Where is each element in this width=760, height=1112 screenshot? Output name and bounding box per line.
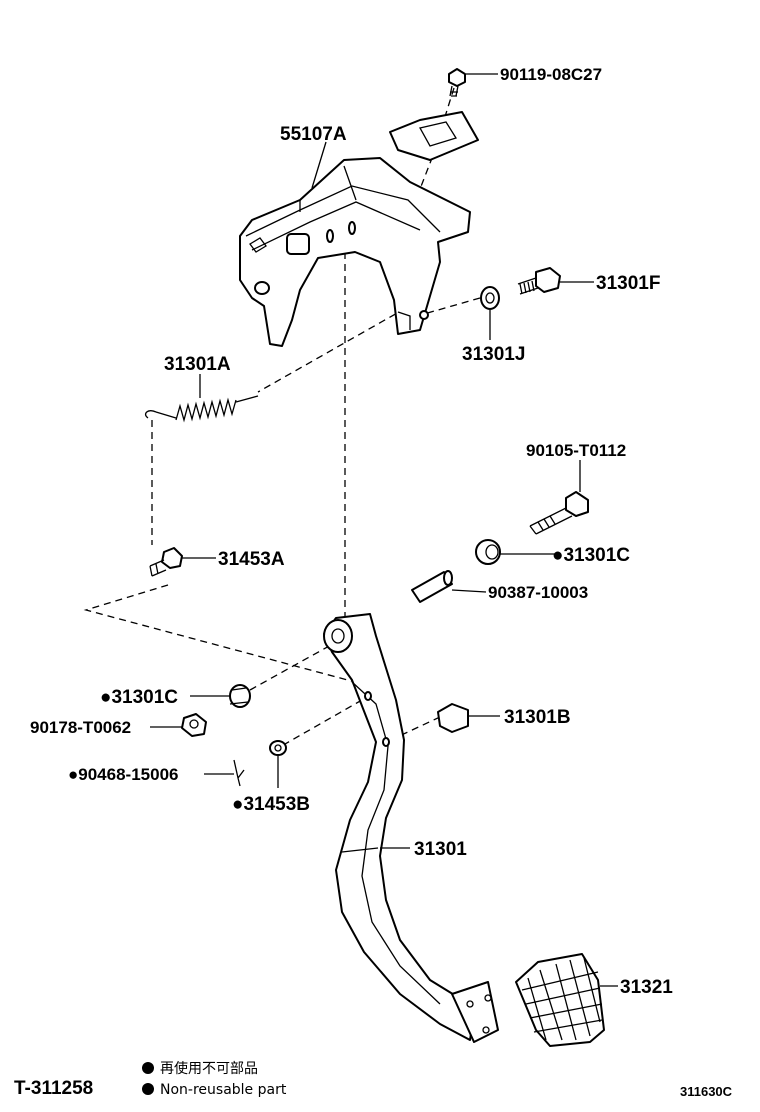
catalog-code: 311630C: [680, 1084, 733, 1099]
label-31453B: ●31453B: [232, 794, 310, 815]
label-90468-15006: ●90468-15006: [68, 765, 178, 784]
label-31301C-left: ●31301C: [100, 687, 178, 708]
bolt-31301F: 31301F: [517, 267, 660, 295]
bushing-31301J: 31301J: [462, 286, 525, 365]
collar-31301C-left: ●31301C: [100, 684, 251, 708]
assembly-lines: [83, 87, 481, 749]
label-90119-08C27: 90119-08C27: [500, 65, 602, 84]
label-31453A: 31453A: [218, 549, 285, 570]
label-31301F: 31301F: [596, 273, 660, 294]
label-31301A: 31301A: [164, 354, 231, 375]
label-90105-T0112: 90105-T0112: [526, 441, 626, 460]
spring-31301A: 31301A: [144, 354, 259, 423]
label-31321: 31321: [620, 977, 673, 998]
cushion-31301B: 31301B: [437, 703, 571, 733]
nut-90178-T0062: 90178-T0062: [30, 713, 207, 737]
pedal-pad-31321: 31321: [515, 953, 673, 1047]
label-31301C-right: ●31301C: [552, 545, 630, 566]
bolt-90119-08C27: 90119-08C27: [448, 65, 602, 97]
clip-31453B: ●31453B: [232, 740, 310, 815]
label-90387-10003: 90387-10003: [488, 583, 588, 602]
label-55107A: 55107A: [280, 124, 347, 145]
legend-japanese: 再使用不可部品: [160, 1060, 258, 1077]
legend-bullet-icon: [142, 1062, 154, 1074]
pedal-arm-31301: 31301: [323, 613, 499, 1043]
label-31301J: 31301J: [462, 344, 525, 365]
label-31301B: 31301B: [504, 707, 571, 728]
legend: 再使用不可部品 Non-reusable part: [142, 1060, 287, 1098]
label-31301: 31301: [414, 839, 467, 860]
figure-id: T-311258: [14, 1078, 93, 1099]
label-90178-T0062: 90178-T0062: [30, 718, 131, 737]
legend-bullet-icon: [142, 1083, 154, 1095]
stud-31453A: 31453A: [149, 547, 285, 577]
bracket-55107A: 55107A: [239, 124, 471, 347]
legend-english: Non-reusable part: [160, 1082, 287, 1098]
pin-90468-15006: ●90468-15006: [68, 759, 245, 787]
mounting-plate: [389, 111, 479, 161]
bolt-90105-T0112: 90105-T0112: [526, 441, 626, 535]
pipe-90387-10003: 90387-10003: [411, 570, 588, 603]
collar-31301C-right: ●31301C: [475, 539, 630, 566]
